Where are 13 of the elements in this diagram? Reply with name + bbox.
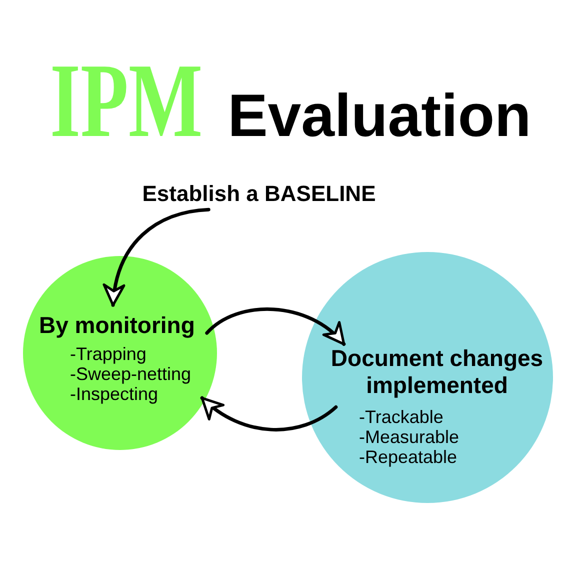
list-item: -Trackable bbox=[359, 407, 444, 427]
list-item: -Measurable bbox=[359, 427, 460, 447]
title: IPM Evaluation bbox=[50, 47, 532, 154]
curved-arrow bbox=[200, 396, 338, 432]
curved-arrow bbox=[104, 208, 210, 307]
list-item: -Trapping bbox=[70, 344, 148, 364]
step-label: Establish a BASELINE bbox=[139, 181, 379, 207]
list-item: -Repeatable bbox=[359, 447, 458, 467]
list-item: -Sweep-netting bbox=[70, 364, 192, 384]
list-item: -Inspecting bbox=[70, 384, 160, 404]
circle-heading: By monitoring bbox=[39, 312, 196, 338]
circle-heading: Document changes implemented bbox=[330, 345, 544, 399]
curved-arrow bbox=[205, 308, 346, 346]
